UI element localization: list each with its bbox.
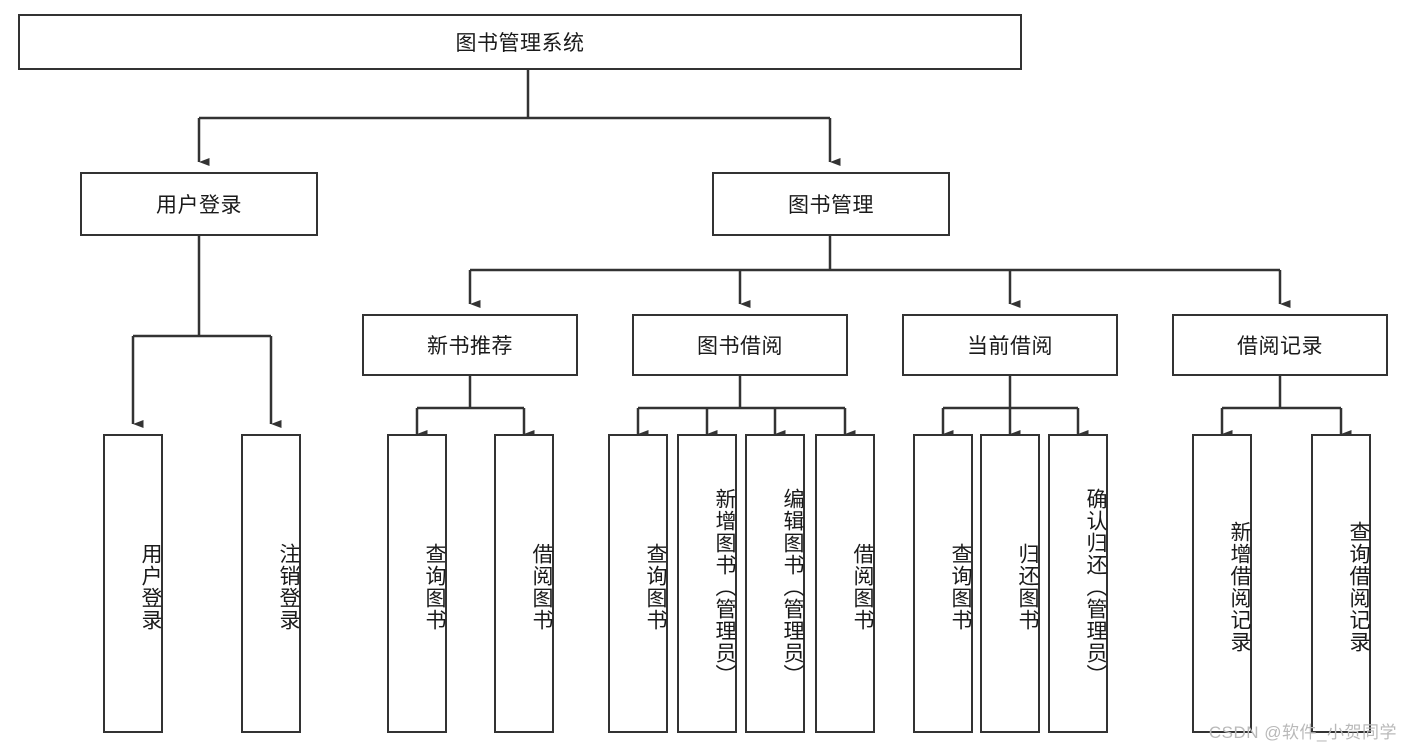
- node-borrow-record[interactable]: 借阅记录: [1172, 314, 1388, 376]
- node-new-book-recommend-label: 新书推荐: [427, 335, 513, 358]
- node-user-login-label: 用户登录: [156, 194, 242, 217]
- node-new-book-recommend[interactable]: 新书推荐: [362, 314, 578, 376]
- leaf-label: 查询图书: [423, 542, 446, 631]
- node-book-borrow[interactable]: 图书借阅: [632, 314, 848, 376]
- leaf-borrow-edit-book-admin[interactable]: 编辑图书（管理员）: [745, 434, 805, 733]
- leaf-label: 查询图书: [644, 542, 667, 631]
- leaf-user-login-logout[interactable]: 注销登录: [241, 434, 301, 733]
- node-book-borrow-label: 图书借阅: [697, 335, 783, 358]
- leaf-label: 查询图书: [949, 542, 972, 631]
- node-book-management[interactable]: 图书管理: [712, 172, 950, 236]
- leaf-label: 确认归还（管理员）: [1084, 487, 1107, 686]
- leaf-label: 注销登录: [277, 542, 300, 631]
- leaf-label: 编辑图书（管理员）: [781, 487, 804, 686]
- node-root-label: 图书管理系统: [455, 32, 585, 55]
- node-borrow-record-label: 借阅记录: [1237, 335, 1323, 358]
- node-root[interactable]: 图书管理系统: [18, 14, 1022, 70]
- leaf-borrow-query-book[interactable]: 查询图书: [608, 434, 668, 733]
- leaf-new-book-query[interactable]: 查询图书: [387, 434, 447, 733]
- leaf-record-query-record[interactable]: 查询借阅记录: [1311, 434, 1371, 733]
- leaf-label: 查询借阅记录: [1347, 520, 1370, 653]
- leaf-current-confirm-return-admin[interactable]: 确认归还（管理员）: [1048, 434, 1108, 733]
- node-user-login[interactable]: 用户登录: [80, 172, 318, 236]
- leaf-record-add-record[interactable]: 新增借阅记录: [1192, 434, 1252, 733]
- leaf-label: 新增借阅记录: [1228, 520, 1251, 653]
- leaf-current-return-book[interactable]: 归还图书: [980, 434, 1040, 733]
- leaf-new-book-borrow[interactable]: 借阅图书: [494, 434, 554, 733]
- leaf-borrow-borrow-book[interactable]: 借阅图书: [815, 434, 875, 733]
- node-book-management-label: 图书管理: [788, 194, 874, 217]
- node-current-borrow-label: 当前借阅: [967, 335, 1053, 358]
- leaf-label: 借阅图书: [530, 542, 553, 631]
- leaf-label: 用户登录: [139, 542, 162, 631]
- leaf-label: 归还图书: [1016, 542, 1039, 631]
- leaf-current-query-book[interactable]: 查询图书: [913, 434, 973, 733]
- leaf-label: 借阅图书: [851, 542, 874, 631]
- leaf-user-login-login[interactable]: 用户登录: [103, 434, 163, 733]
- leaf-borrow-add-book-admin[interactable]: 新增图书（管理员）: [677, 434, 737, 733]
- watermark: CSDN @软件_小贺同学: [1208, 723, 1397, 742]
- leaf-label: 新增图书（管理员）: [713, 487, 736, 686]
- node-current-borrow[interactable]: 当前借阅: [902, 314, 1118, 376]
